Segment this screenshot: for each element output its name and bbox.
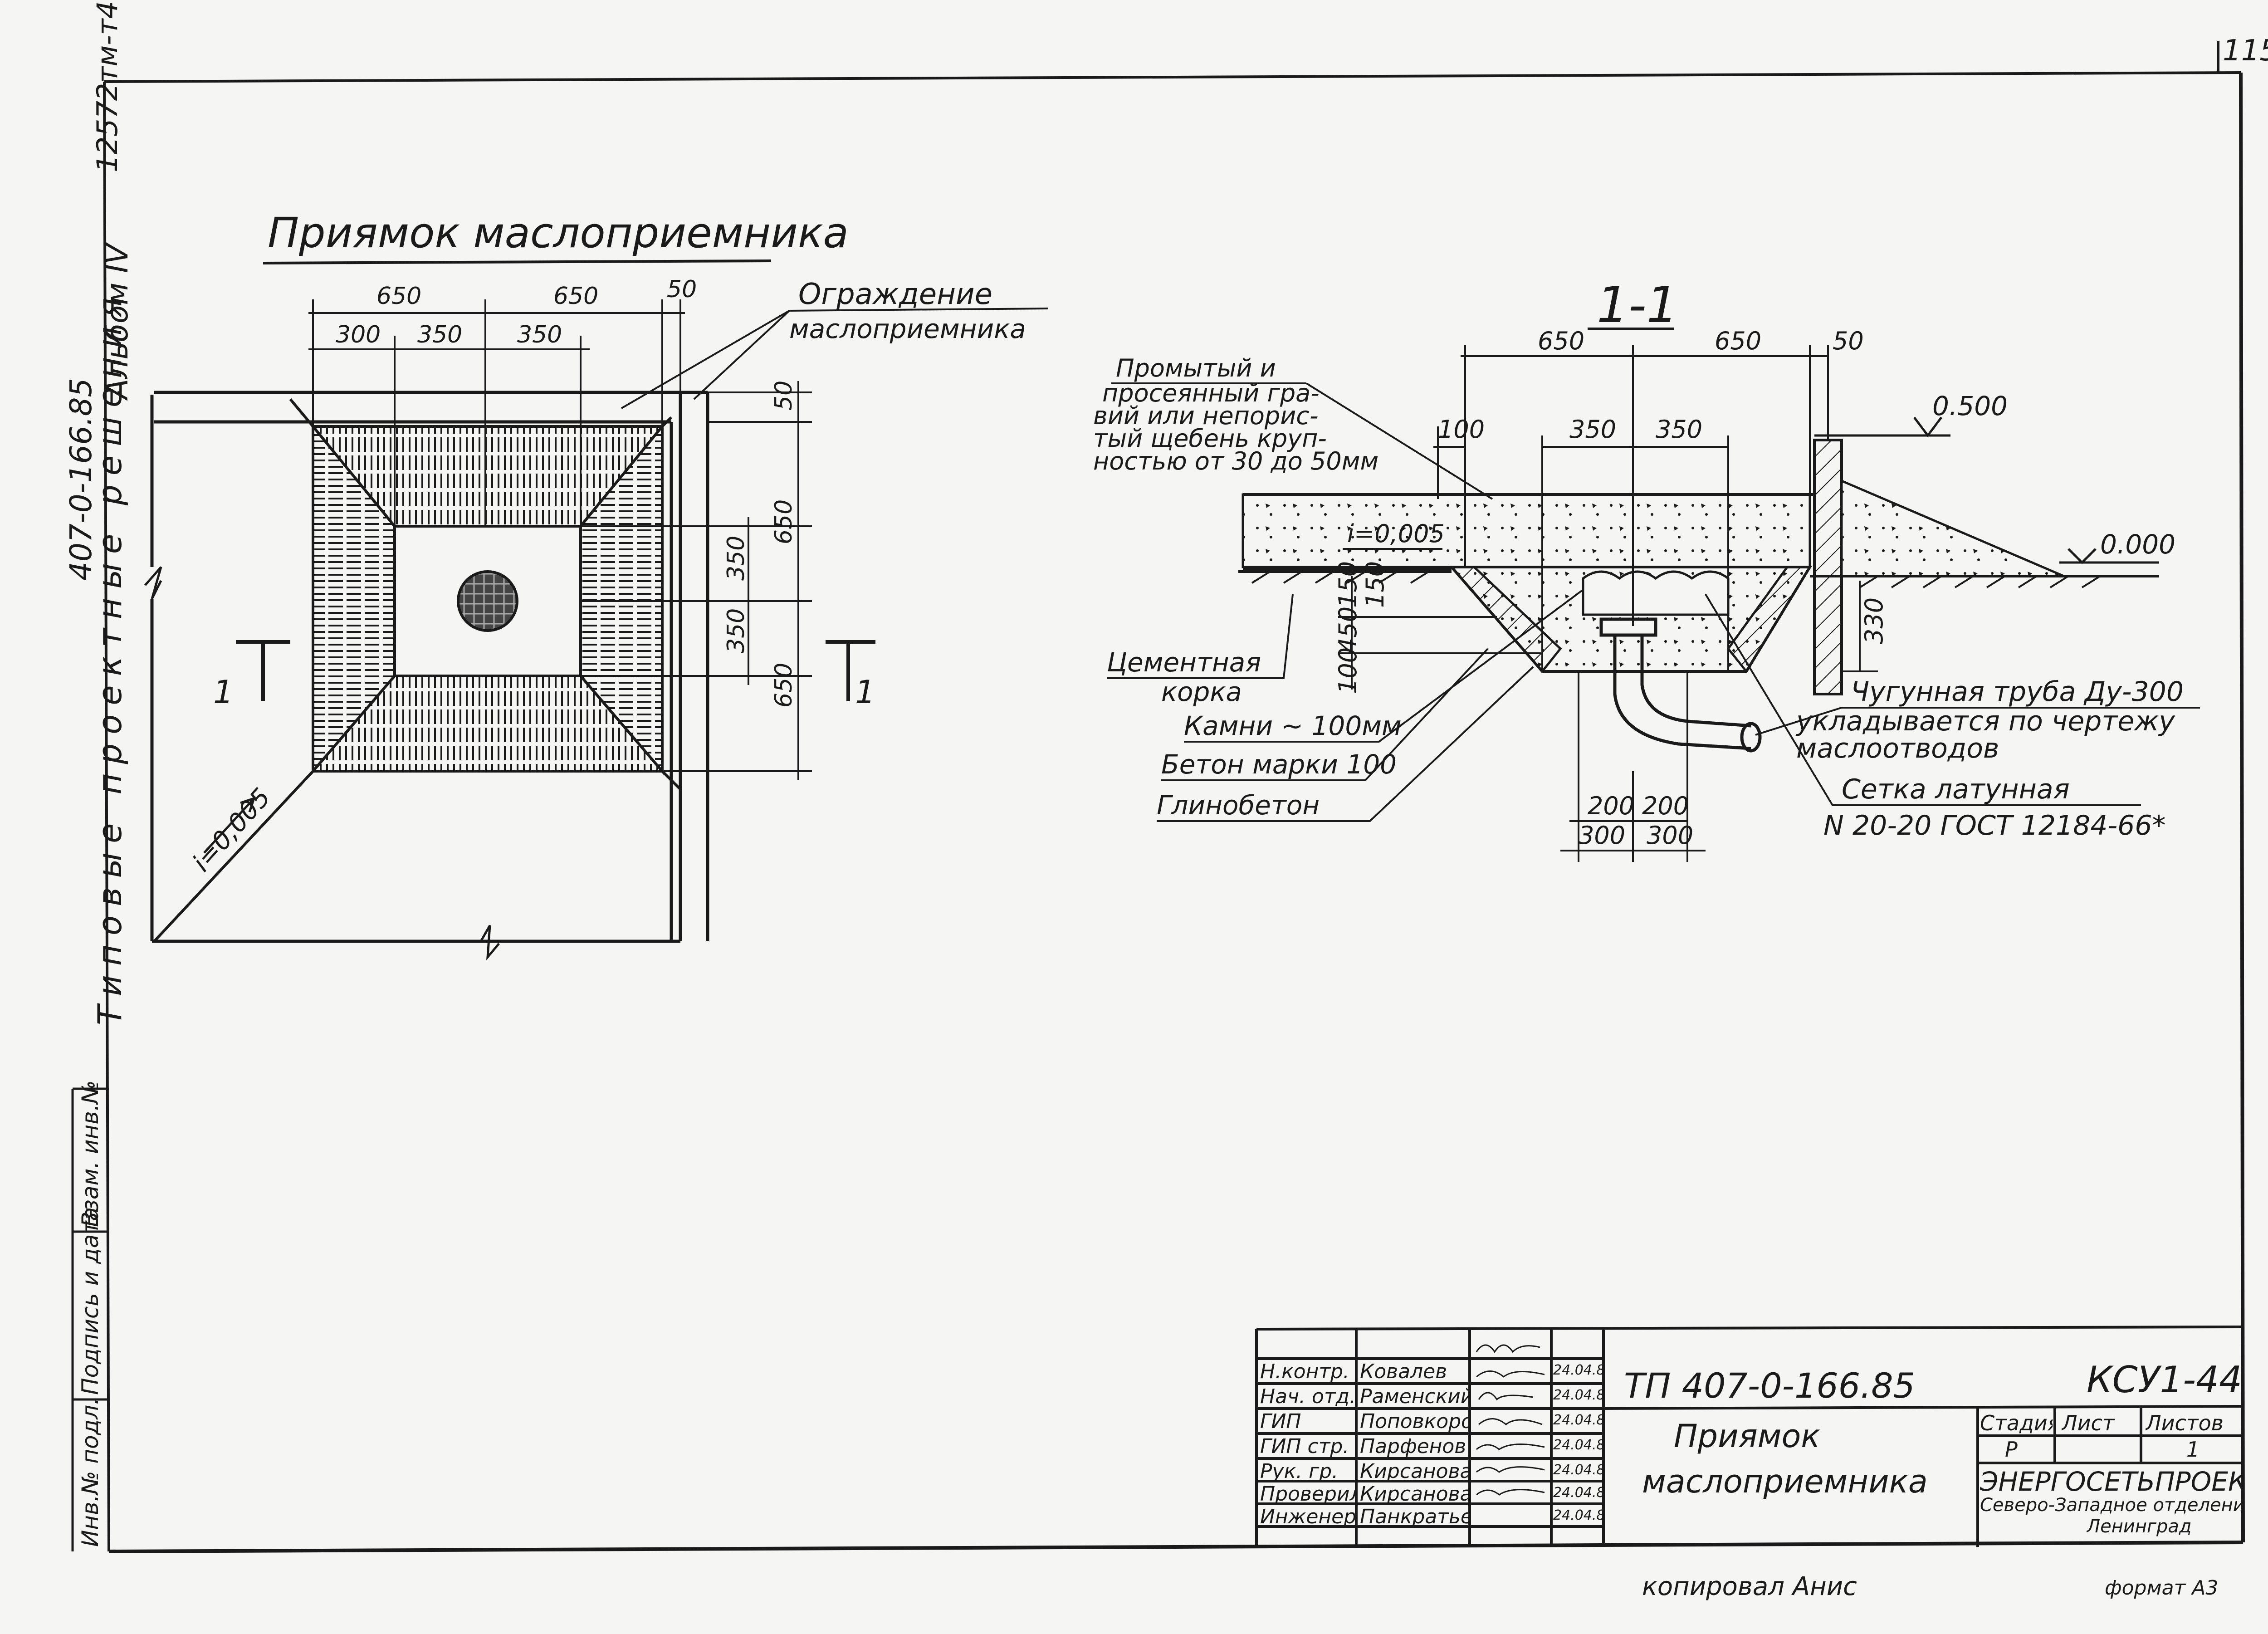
section-gravel-3: вий или непорис- [1093,401,1318,430]
section-pipe-3: маслоотводов [1796,733,1999,764]
section-dim-200b: 200 [1642,792,1689,820]
plan-dim-300: 300 [336,321,381,348]
section-dim-100v: 100 [1334,647,1362,694]
section-dim-50: 50 [1833,327,1864,355]
page-number: 115 [2223,34,2268,68]
plan-view: i=0,005 650 650 50 300 350 [144,209,1048,961]
plan-dim-650a: 650 [376,283,421,310]
section-gravel-5: ностью от 30 до 50мм [1093,447,1378,475]
tb-role-4: ГИП стр. [1260,1435,1349,1458]
section-level-ground: 0.000 [2100,529,2175,560]
plan-section-mark-right: 1 [855,674,875,711]
section-dim-650b: 650 [1715,327,1761,355]
plan-dim-r50: 50 [770,381,797,411]
section-level-top: 0.500 [1932,391,2008,421]
section-pipe-1: Чугунная труба Ду-300 [1851,676,2184,708]
footer-copied: копировал Анис [1642,1572,1857,1601]
title-block-grid [1255,1326,2244,1547]
plan-dim-r650b: 650 [770,663,797,708]
tb-name-2: Раменский [1360,1385,1469,1408]
signatures [1476,1344,1545,1496]
tb-sheets-head: Листов [2146,1411,2224,1435]
tb-date-4: 24.04.85 [1553,1437,1603,1453]
stamp-replaced: Взам. инв.№ [77,1080,103,1227]
tb-org-name: ЭНЕРГОСЕТЬПРОЕКТ [1980,1466,2242,1497]
tb-role-2: Нач. отд. [1260,1385,1355,1408]
tb-stage-head: Стадия [1980,1411,2053,1435]
section-cement-1: Цементная [1107,647,1261,678]
tb-sheets-val: 1 [2186,1437,2200,1462]
tb-date-6: 24.04.85 [1553,1485,1603,1501]
series-title: Типовые проектные решения [91,289,129,1025]
plan-dim-r350a: 350 [723,536,750,581]
tb-stage-val: Р [2005,1437,2018,1462]
section-clay: Глинобетон [1157,790,1320,821]
tb-date-7: 24.04.85 [1553,1507,1603,1523]
plan-dim-50: 50 [667,276,697,303]
tb-sheet-head: Лист [2062,1411,2115,1435]
section-dim-350a: 350 [1569,415,1616,444]
section-dim-100: 100 [1438,415,1485,444]
plan-dim-r650a: 650 [770,499,797,544]
plan-title: Приямок маслоприемника [268,209,849,257]
tb-name-1: Ковалев [1360,1360,1447,1383]
tb-name-4: Парфенов [1360,1435,1466,1458]
section-gravel-4: тый щебень круп- [1093,424,1327,453]
plan-fence-label-1: Ограждение [798,278,992,311]
tb-org-city: Ленинград [2087,1516,2192,1537]
section-dim-450: 450 [1334,607,1362,653]
plan-slope: i=0,005 [187,783,276,877]
plan-dim-r350b: 350 [723,608,750,653]
tb-name-3: Поповкорова [1360,1410,1469,1433]
tb-role-1: Н.контр. [1260,1360,1349,1383]
stamp-signature: Подпись и дата [77,1207,103,1395]
section-stones: Камни ~ 100мм [1184,710,1402,741]
section-slope: i=0,005 [1347,519,1445,548]
section-dim-300b: 300 [1647,821,1693,850]
sheet-frame [103,41,2245,1553]
tb-sheet-code: КСУ1-44 [2087,1359,2242,1401]
binding-stamp [71,1087,109,1551]
plan-dim-650b: 650 [553,283,598,310]
section-dim-650a: 650 [1538,327,1584,355]
tb-role-5: Рук. гр. [1260,1460,1339,1483]
tb-doc-code: ТП 407-0-166.85 [1624,1365,1915,1406]
tb-role-7: Инженер [1260,1505,1355,1528]
tb-name-line-2: маслоприемника [1642,1463,1928,1500]
section-cement-2: корка [1161,676,1242,707]
section-mesh-2: N 20-20 ГОСТ 12184-66* [1823,810,2166,841]
tb-name-6: Кирсанова [1360,1482,1469,1506]
plan-dim-350a: 350 [417,321,462,348]
stamp-inv: Инв.№ подл. [77,1397,103,1547]
tb-role-6: Проверил [1260,1482,1355,1506]
plan-fence-label-2: маслоприемника [789,313,1026,344]
tb-date-5: 24.04.85 [1553,1462,1603,1478]
tb-org-branch: Северо-Западное отделение [1980,1495,2242,1516]
section-mesh-1: Сетка латунная [1842,773,2070,805]
section-dim-150a: 150 [1334,561,1362,608]
section-title: 1-1 [1597,276,1678,334]
footer-format: формат А3 [2105,1576,2219,1600]
tb-date-3: 24.04.85 [1553,1412,1603,1428]
tb-name-5: Кирсанова [1360,1460,1469,1483]
section-gravel-1: Промытый и [1116,354,1276,382]
plan-dim-350b: 350 [517,321,562,348]
section-dim-150b: 150 [1361,561,1389,608]
section-dim-200a: 200 [1588,792,1634,820]
section-dim-330: 330 [1860,597,1888,644]
section-dim-350b: 350 [1656,415,1702,444]
tb-date-1: 24.04.85 [1553,1362,1603,1378]
section-view: 1-1 [1093,276,2200,862]
album-code: 12572тм-т4 [91,0,124,172]
section-dim-300a: 300 [1579,821,1625,850]
tb-date-2: 24.04.85 [1553,1387,1603,1403]
tb-role-3: ГИП [1260,1410,1301,1433]
section-concrete: Бетон марки 100 [1161,749,1397,780]
tb-name-line-1: Приямок [1674,1418,1820,1455]
section-pipe-2: укладывается по чертежу [1795,705,2175,737]
plan-section-mark-left: 1 [213,674,234,711]
tb-name-7: Панкратьева [1360,1505,1469,1528]
